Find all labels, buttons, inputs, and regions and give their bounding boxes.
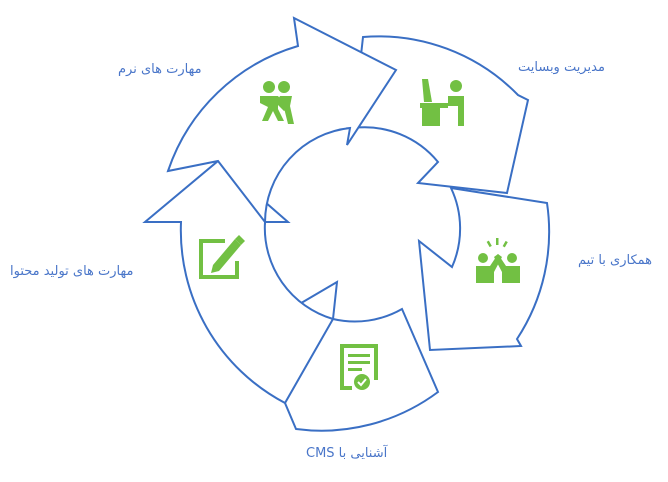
people-hug-icon — [260, 81, 294, 124]
cycle-arrow-top-right — [351, 35, 530, 195]
edit-pencil-icon — [199, 235, 245, 279]
team-high-five-icon — [476, 238, 520, 283]
stage-label-cms-familiarity: آشنایی با CMS — [306, 446, 388, 461]
person-at-desk-icon — [420, 79, 464, 126]
stage-label-website-management: مدیریت وبسایت — [518, 60, 605, 75]
cycle-arrows — [142, 16, 551, 432]
stage-label-content-production-skills: مهارت های تولید محتوا — [10, 264, 134, 279]
certificate-icon — [340, 344, 378, 390]
cycle-arrow-left — [142, 159, 335, 405]
stage-label-soft-skills: مهارت های نرم — [118, 62, 202, 77]
stage-label-team-collaboration: همکاری با تیم — [578, 253, 653, 268]
